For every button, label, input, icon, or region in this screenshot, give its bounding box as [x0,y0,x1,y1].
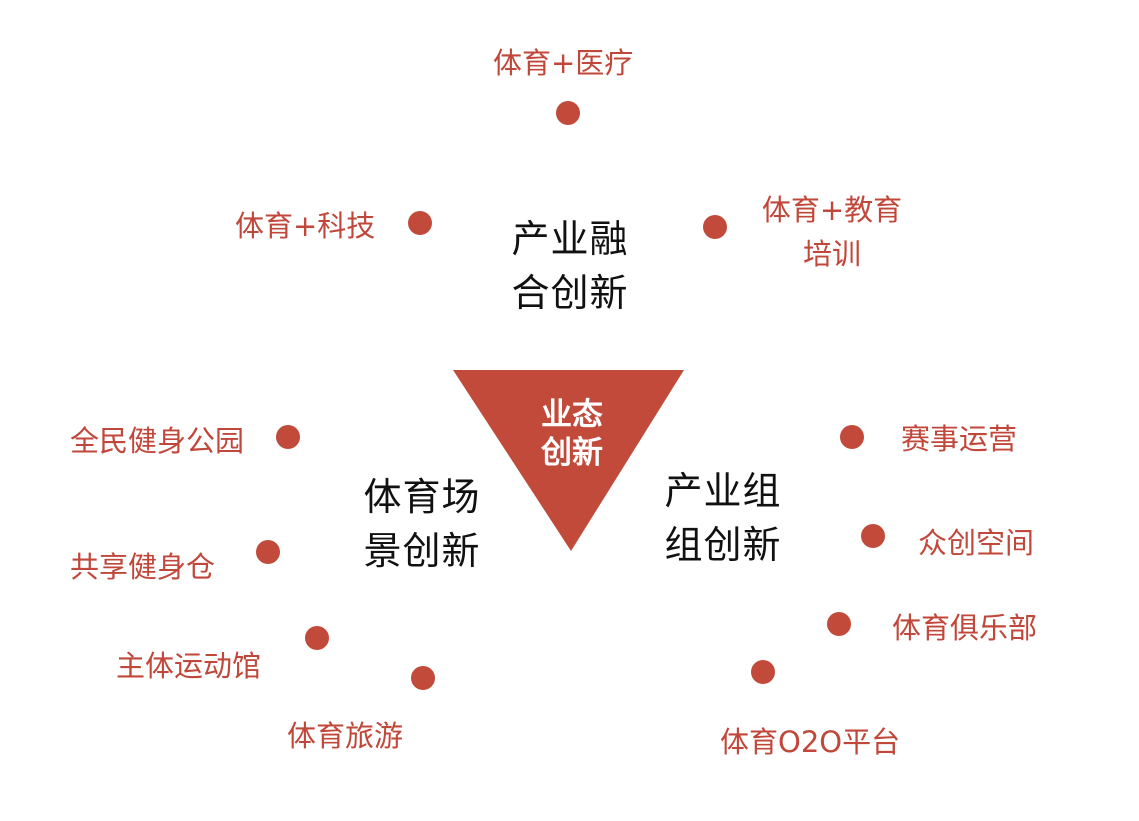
category-industry-fusion: 产业融 合创新 [495,212,645,320]
dot-fitness-park [276,425,300,449]
category-sports-scene-line2: 景创新 [363,529,481,573]
leaf-sports-education-line1: 体育+教育 [761,193,903,227]
dot-sports-venue [305,626,329,650]
dot-sports-tourism [411,666,435,690]
leaf-event-operations: 赛事运营 [901,422,1018,456]
center-label-line2: 创新 [541,435,603,471]
leaf-sports-education: 体育+教育 培训 [757,188,907,276]
dot-event-operations [840,425,864,449]
center-triangle-shape [453,370,684,551]
leaf-fitness-park: 全民健身公园 [70,424,245,458]
category-industry-organization: 产业组 组创新 [648,464,798,572]
dot-sports-education [703,215,727,239]
dot-sports-o2o [751,660,775,684]
category-industry-fusion-line1: 产业融 [511,217,629,261]
category-sports-scene: 体育场 景创新 [347,470,497,578]
leaf-sports-medical: 体育+医疗 [493,46,634,80]
dot-shared-gym [256,540,280,564]
leaf-sports-tourism: 体育旅游 [287,719,404,753]
leaf-sports-venue: 主体运动馆 [116,649,262,683]
leaf-sports-o2o: 体育O2O平台 [720,725,901,759]
leaf-coworking-space: 众创空间 [918,526,1035,560]
dot-sports-medical [556,101,580,125]
category-industry-organization-line1: 产业组 [664,469,782,513]
dot-coworking-space [861,524,885,548]
leaf-shared-gym: 共享健身仓 [70,550,216,584]
category-sports-scene-line1: 体育场 [363,475,481,519]
dot-sports-club [827,612,851,636]
leaf-sports-club: 体育俱乐部 [892,611,1038,645]
leaf-sports-tech: 体育+科技 [235,209,376,243]
center-label: 业态 创新 [517,396,627,472]
category-industry-organization-line2: 组创新 [664,523,782,567]
center-label-line1: 业态 [541,397,603,433]
dot-sports-tech [408,211,432,235]
category-industry-fusion-line2: 合创新 [511,271,629,315]
leaf-sports-education-line2: 培训 [802,237,861,271]
